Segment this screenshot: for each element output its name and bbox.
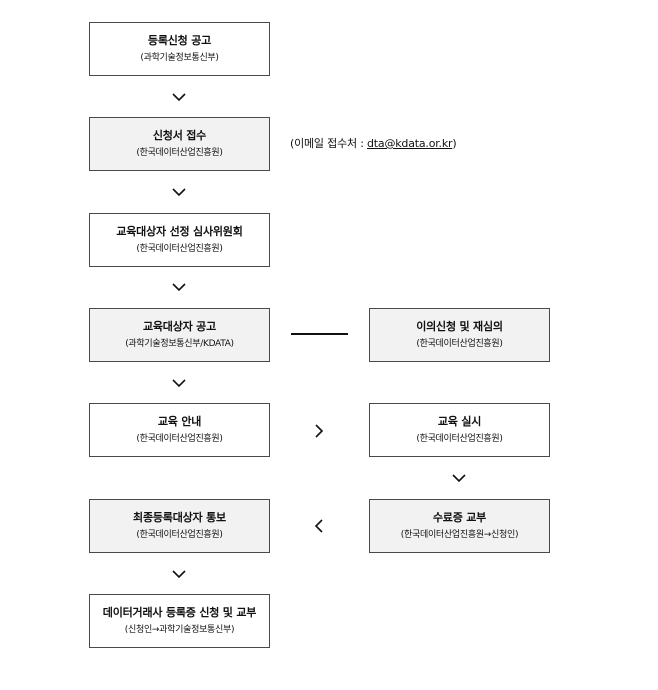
step-final-notification: 최종등록대상자 통보 (한국데이터산업진흥원)	[89, 499, 270, 553]
step-subtitle: (신청인→과학기술정보통신부)	[124, 625, 235, 635]
chevron-down-icon	[171, 89, 187, 105]
step-title: 교육대상자 공고	[142, 320, 217, 333]
step-objection-review: 이의신청 및 재심의 (한국데이터산업진흥원)	[369, 308, 550, 362]
step-title: 최종등록대상자 통보	[133, 511, 226, 524]
chevron-right-icon	[311, 423, 327, 439]
step-registration-notice: 등록신청 공고 (과학기술정보통신부)	[89, 22, 270, 76]
chevron-down-icon	[171, 279, 187, 295]
email-note-prefix: (이메일 접수처 :	[290, 137, 368, 150]
step-subtitle: (과학기술정보통신부)	[140, 53, 219, 63]
step-title: 신청서 접수	[152, 129, 207, 142]
step-subtitle: (한국데이터산업진흥원)	[416, 434, 503, 444]
step-title: 교육대상자 선정 심사위원회	[116, 225, 243, 238]
chevron-down-icon	[171, 375, 187, 391]
step-title: 수료증 교부	[432, 511, 487, 524]
chevron-down-icon	[451, 470, 467, 486]
step-education-guide: 교육 안내 (한국데이터산업진흥원)	[89, 403, 270, 457]
step-subtitle: (한국데이터산업진흥원)	[136, 434, 223, 444]
step-trainee-announcement: 교육대상자 공고 (과학기술정보통신부/KDATA)	[89, 308, 270, 362]
step-subtitle: (한국데이터산업진흥원→신청인)	[400, 530, 519, 540]
step-subtitle: (한국데이터산업진흥원)	[136, 244, 223, 254]
step-certificate-completion: 수료증 교부 (한국데이터산업진흥원→신청인)	[369, 499, 550, 553]
step-selection-committee: 교육대상자 선정 심사위원회 (한국데이터산업진흥원)	[89, 213, 270, 267]
chevron-left-icon	[311, 518, 327, 534]
email-link[interactable]: dta@kdata.or.kr	[367, 137, 453, 150]
step-subtitle: (한국데이터산업진흥원)	[136, 530, 223, 540]
step-certificate-issue: 데이터거래사 등록증 신청 및 교부 (신청인→과학기술정보통신부)	[89, 594, 270, 648]
step-title: 이의신청 및 재심의	[416, 320, 503, 333]
step-subtitle: (한국데이터산업진흥원)	[136, 148, 223, 158]
step-title: 교육 안내	[157, 415, 202, 428]
email-note-suffix: )	[452, 137, 457, 150]
step-application-receipt: 신청서 접수 (한국데이터산업진흥원)	[89, 117, 270, 171]
connector-line	[291, 333, 348, 335]
chevron-down-icon	[171, 566, 187, 582]
step-education-conduct: 교육 실시 (한국데이터산업진흥원)	[369, 403, 550, 457]
step-title: 교육 실시	[437, 415, 482, 428]
email-note: (이메일 접수처 : dta@kdata.or.kr)	[290, 136, 457, 152]
step-title: 등록신청 공고	[147, 34, 212, 47]
step-subtitle: (과학기술정보통신부/KDATA)	[125, 339, 234, 349]
chevron-down-icon	[171, 184, 187, 200]
step-subtitle: (한국데이터산업진흥원)	[416, 339, 503, 349]
step-title: 데이터거래사 등록증 신청 및 교부	[102, 606, 257, 619]
